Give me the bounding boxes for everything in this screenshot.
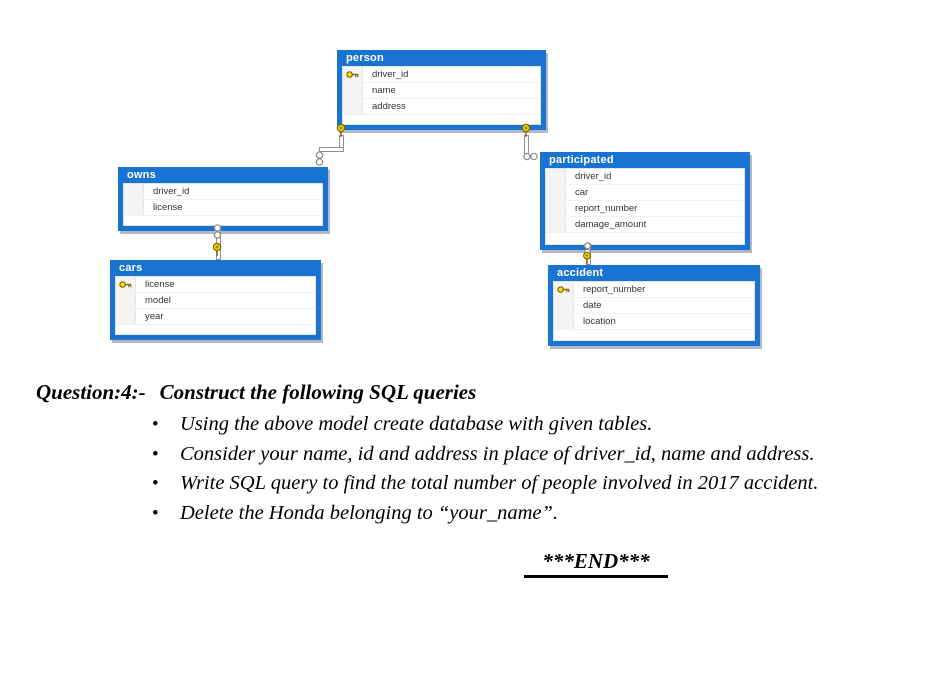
bullet-marker: • xyxy=(152,473,159,494)
table-row: license xyxy=(124,200,322,216)
table-row: year xyxy=(116,309,315,325)
table-filler xyxy=(124,216,322,225)
icon-cell-empty xyxy=(124,200,144,215)
bullet-text: Delete the Honda belonging to “your_name… xyxy=(180,501,559,524)
entity-table-cars: cars license model year xyxy=(110,260,321,340)
bullet-marker: • xyxy=(152,502,159,524)
table-row: car xyxy=(546,185,744,201)
column-name: driver_id xyxy=(575,171,612,182)
table-title: participated xyxy=(549,154,614,166)
table-row: model xyxy=(116,293,315,309)
icon-cell-empty xyxy=(546,217,566,232)
question-title: Construct the following SQL queries xyxy=(159,380,477,404)
infinity-icon xyxy=(314,151,325,166)
table-row: address xyxy=(343,99,540,115)
icon-cell-empty xyxy=(546,169,566,184)
table-title: accident xyxy=(557,267,604,279)
end-marker: ***END*** xyxy=(524,549,668,578)
primary-key-icon xyxy=(116,277,136,292)
key-icon xyxy=(211,241,223,258)
table-row: driver_id xyxy=(124,184,322,200)
icon-cell-empty xyxy=(546,185,566,200)
column-name: damage_amount xyxy=(575,219,647,230)
table-filler xyxy=(554,330,754,340)
column-name: license xyxy=(153,202,183,213)
entity-table-owns: owns driver_id license xyxy=(118,167,328,231)
table-row: name xyxy=(343,83,540,99)
bullet-item: • Write SQL query to find the total numbe… xyxy=(150,469,942,499)
primary-key-icon xyxy=(343,67,363,82)
question-number: Question:4:- xyxy=(36,380,146,404)
column-name: license xyxy=(145,279,175,290)
column-name: location xyxy=(583,316,616,327)
bullet-marker: • xyxy=(152,414,159,435)
table-row: driver_id xyxy=(546,169,744,185)
table-row: report_number xyxy=(546,201,744,217)
icon-cell-empty xyxy=(116,309,136,324)
column-name: report_number xyxy=(583,284,646,295)
icon-cell-empty xyxy=(546,201,566,216)
column-name: date xyxy=(583,300,602,311)
table-row: date xyxy=(554,298,754,314)
infinity-icon xyxy=(523,151,538,162)
icon-cell-empty xyxy=(116,293,136,308)
bullet-text: Consider your name, id and address in pl… xyxy=(180,442,815,465)
key-icon xyxy=(520,123,532,138)
connector-line xyxy=(319,147,344,152)
key-icon xyxy=(581,251,593,265)
table-title: owns xyxy=(127,169,156,181)
table-row: report_number xyxy=(554,282,754,298)
table-title: person xyxy=(346,52,384,64)
entity-table-participated: participated driver_id car report_number… xyxy=(540,152,750,250)
bullet-item: • Consider your name, id and address in p… xyxy=(150,440,942,470)
table-row: damage_amount xyxy=(546,217,744,233)
primary-key-icon xyxy=(554,282,574,297)
column-name: driver_id xyxy=(153,186,190,197)
column-name: driver_id xyxy=(372,69,409,80)
column-name: year xyxy=(145,311,164,322)
table-filler xyxy=(343,115,540,124)
table-row: driver_id xyxy=(343,67,540,83)
bullet-text: Write SQL query to find the total number… xyxy=(180,472,819,494)
table-filler xyxy=(116,325,315,334)
bullet-item: • Using the above model create database w… xyxy=(150,410,942,440)
column-name: report_number xyxy=(575,203,638,214)
icon-cell-empty xyxy=(554,314,574,329)
question-bullet-list: • Using the above model create database w… xyxy=(150,410,942,528)
entity-table-person: person driver_id name address xyxy=(337,50,546,130)
infinity-icon xyxy=(212,224,223,239)
table-row: location xyxy=(554,314,754,330)
column-name: car xyxy=(575,187,589,198)
icon-cell-empty xyxy=(343,83,363,98)
icon-cell-empty xyxy=(343,99,363,114)
bullet-marker: • xyxy=(152,443,159,465)
bullet-text: Using the above model create database wi… xyxy=(180,413,653,435)
column-name: address xyxy=(372,101,406,112)
table-filler xyxy=(546,233,744,244)
column-name: name xyxy=(372,85,396,96)
bullet-item: • Delete the Honda belonging to “your_nam… xyxy=(150,499,942,529)
icon-cell-empty xyxy=(554,298,574,313)
icon-cell-empty xyxy=(124,184,144,199)
key-icon xyxy=(335,123,347,138)
table-title: cars xyxy=(119,262,143,274)
entity-table-accident: accident report_number date location xyxy=(548,265,760,346)
column-name: model xyxy=(145,295,171,306)
table-row: license xyxy=(116,277,315,293)
question-heading: Question:4:- Construct the following SQL … xyxy=(36,380,476,405)
